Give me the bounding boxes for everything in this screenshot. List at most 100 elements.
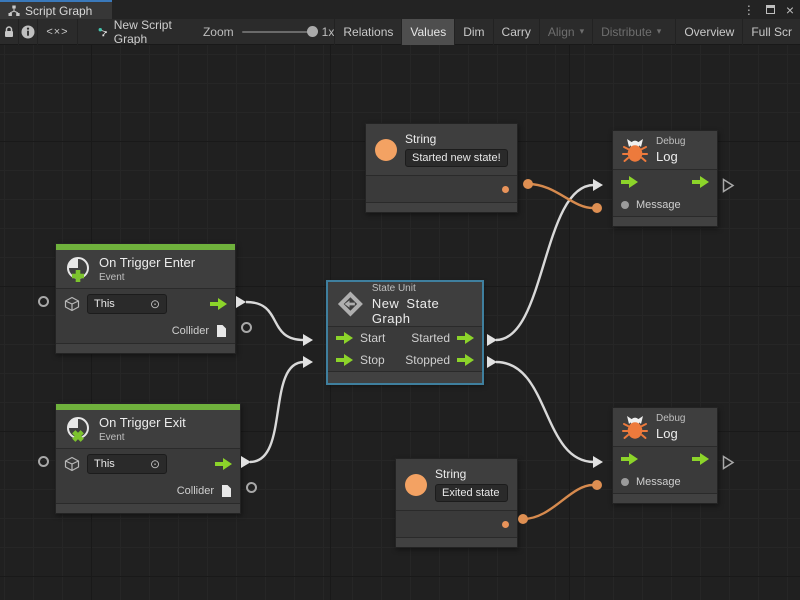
bug-icon [622, 139, 648, 162]
node-on-trigger-exit[interactable]: On Trigger Exit Event This ⊙ Collider [55, 403, 241, 514]
node-debug-bottom-header[interactable]: Debug Log [613, 408, 717, 447]
control-out-arrow-icon[interactable] [210, 298, 227, 310]
node-footer [56, 503, 240, 513]
port-state-start-in[interactable] [303, 334, 313, 346]
node-string-bottom[interactable]: String [395, 458, 518, 548]
state-unit-icon [337, 291, 363, 317]
node-debug-top-header[interactable]: Debug Log [613, 131, 717, 170]
node-footer [613, 493, 717, 503]
code-preview-button[interactable]: <×> [38, 18, 79, 45]
collider-label: Collider [171, 325, 209, 337]
document-icon [217, 325, 226, 337]
control-in-arrow-icon[interactable] [621, 175, 638, 188]
node-debug-bottom[interactable]: Debug Log Message [612, 407, 718, 504]
wire-started-to-debug-top[interactable] [495, 183, 595, 342]
values-button[interactable]: Values [401, 18, 455, 45]
control-out-arrow-icon[interactable] [215, 458, 232, 470]
port-debug-top-control-out[interactable] [722, 178, 735, 198]
graph-canvas[interactable]: String [0, 45, 800, 600]
port-enter-target-in[interactable] [38, 296, 49, 307]
control-flow-row [613, 170, 717, 193]
wire-string-top-to-message[interactable] [527, 182, 594, 210]
close-icon[interactable]: × [785, 1, 794, 18]
port-exit-control-out[interactable] [241, 456, 251, 468]
control-in-arrow-icon[interactable] [621, 452, 638, 465]
window-menu-icon[interactable]: ⋮ [742, 2, 755, 17]
node-kind: Debug [656, 136, 686, 147]
node-string-top[interactable]: String [365, 123, 518, 213]
string-value-input[interactable] [442, 487, 501, 499]
fullscreen-button[interactable]: Full Scr [742, 18, 800, 45]
port-enter-control-out[interactable] [236, 296, 246, 308]
string-value-input[interactable] [412, 152, 501, 164]
target-value: This [94, 458, 115, 470]
wire-stopped-to-debug-bottom[interactable] [495, 360, 595, 464]
control-in-arrow-icon[interactable] [336, 354, 353, 366]
trigger-enter-icon [67, 257, 89, 282]
graph-toolbar: <×> New Script Graph Zoom 1x Relations V… [0, 18, 800, 46]
port-string-top-out[interactable] [523, 179, 533, 189]
message-port-dot[interactable] [621, 477, 629, 486]
node-on-trigger-enter[interactable]: On Trigger Enter Event This ⊙ Collider [55, 243, 236, 354]
relations-button[interactable]: Relations [334, 18, 401, 45]
message-label: Message [636, 198, 681, 211]
zoom-label: Zoom [202, 24, 234, 39]
port-debug-bottom-message-in[interactable] [592, 480, 602, 490]
node-string-top-header[interactable]: String [366, 124, 517, 176]
zoom-slider-thumb[interactable] [306, 26, 318, 37]
control-in-arrow-icon[interactable] [336, 332, 353, 344]
node-string-bottom-header[interactable]: String [396, 459, 517, 511]
node-state-unit[interactable]: State Unit New State Graph Start Started… [327, 281, 483, 384]
maximize-icon[interactable] [765, 5, 775, 14]
wire-string-bottom-to-message[interactable] [522, 483, 594, 521]
overview-button[interactable]: Overview [675, 18, 742, 45]
target-object-field[interactable]: This ⊙ [87, 294, 167, 314]
object-picker-icon[interactable]: ⊙ [149, 297, 160, 311]
string-value-field[interactable] [405, 149, 508, 167]
script-graph-icon [98, 27, 107, 36]
object-picker-icon[interactable]: ⊙ [149, 457, 160, 471]
control-out-arrow-icon[interactable] [692, 452, 709, 465]
node-title: Log [656, 426, 678, 441]
wire-exit-to-stop[interactable] [249, 360, 305, 464]
align-dropdown: Align ▾ [538, 18, 592, 45]
event-color-bar [56, 244, 235, 250]
inspect-button[interactable] [19, 18, 38, 45]
control-out-arrow-icon[interactable] [457, 332, 474, 344]
carry-button[interactable]: Carry [492, 18, 539, 45]
string-value-field[interactable] [435, 484, 508, 502]
node-state-header[interactable]: State Unit New State Graph [328, 282, 482, 327]
port-state-started-out[interactable] [487, 334, 497, 346]
chevron-down-icon: ▾ [656, 26, 662, 36]
node-title: On Trigger Enter [99, 255, 196, 270]
tab-script-graph[interactable]: Script Graph [0, 0, 112, 19]
port-debug-top-message-in[interactable] [592, 203, 602, 213]
node-debug-top[interactable]: Debug Log Message [612, 130, 718, 227]
align-label: Align [547, 24, 575, 39]
port-debug-top-control-in[interactable] [593, 179, 603, 191]
port-state-stop-in[interactable] [303, 356, 313, 368]
message-port-dot[interactable] [621, 200, 629, 209]
port-state-stopped-out[interactable] [487, 356, 497, 368]
port-enter-collider-out[interactable] [241, 322, 252, 333]
lock-button[interactable] [0, 18, 19, 45]
wire-enter-to-start[interactable] [245, 300, 305, 342]
string-output-dot[interactable] [502, 520, 509, 528]
port-debug-bottom-control-in[interactable] [593, 456, 603, 468]
zoom-slider[interactable] [241, 26, 318, 37]
node-kind: Debug [656, 413, 686, 424]
port-debug-bottom-control-out[interactable] [722, 455, 735, 475]
control-out-arrow-icon[interactable] [457, 354, 474, 366]
dim-button[interactable]: Dim [454, 18, 492, 45]
port-exit-collider-out[interactable] [246, 482, 257, 493]
target-row: This ⊙ [56, 449, 240, 479]
control-out-arrow-icon[interactable] [692, 175, 709, 188]
node-enter-header[interactable]: On Trigger Enter Event [56, 250, 235, 289]
cube-icon [64, 456, 80, 472]
node-exit-header[interactable]: On Trigger Exit Event [56, 410, 240, 449]
string-output-dot[interactable] [502, 185, 509, 193]
port-exit-target-in[interactable] [38, 456, 49, 467]
target-object-field[interactable]: This ⊙ [87, 454, 167, 474]
bug-icon [622, 416, 648, 439]
port-string-bottom-out[interactable] [518, 514, 528, 524]
